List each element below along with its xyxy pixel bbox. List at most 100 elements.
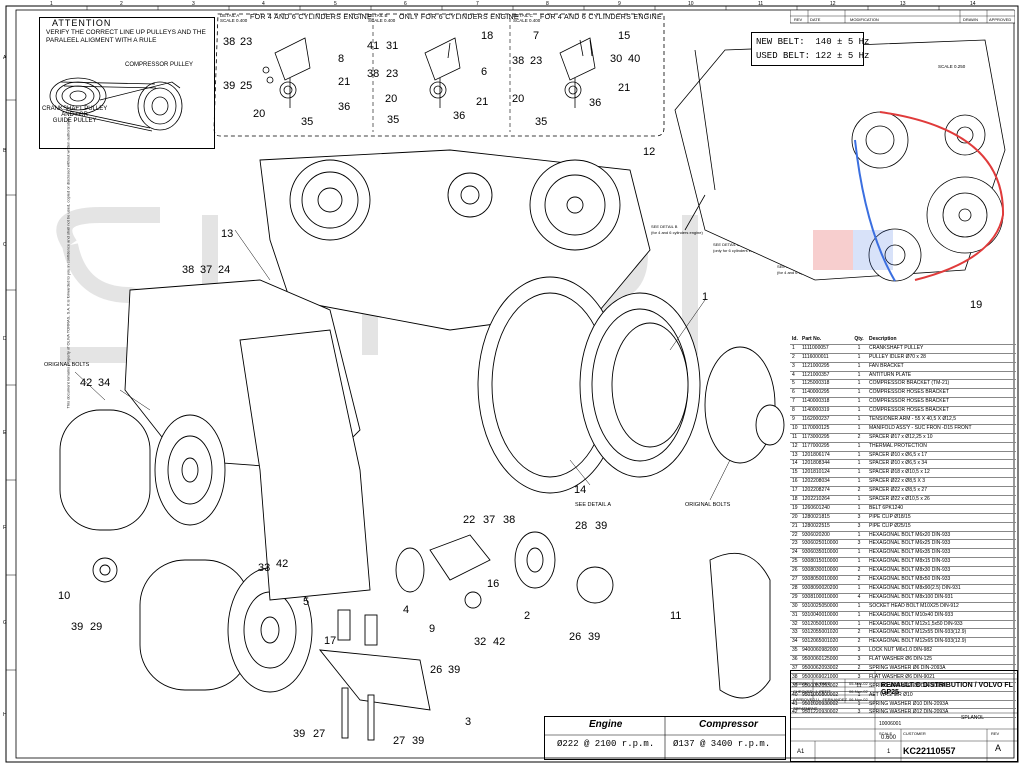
- callout: 33: [258, 562, 271, 574]
- bom-cell: 1: [857, 424, 861, 431]
- bom-cell: 1202208034: [802, 478, 830, 485]
- approved-label: APPROVED: [793, 697, 816, 702]
- callout: 23: [240, 36, 253, 48]
- bom-cell: HEXAGONAL BOLT M10x40 DIN-933: [869, 611, 954, 618]
- bom-cell: HEXAGONAL BOLT M12x65 DIN-933(12.9): [869, 638, 967, 645]
- bom-cell: 1: [857, 344, 861, 351]
- callout: 34: [98, 377, 111, 389]
- bom-cell: 38: [792, 673, 798, 680]
- callout: 6: [481, 66, 488, 78]
- ruler-number: 3: [192, 1, 195, 7]
- bom-cell: 4: [792, 371, 795, 378]
- bom-cell: 1201806174: [802, 451, 830, 458]
- callout: 20: [512, 93, 525, 105]
- bom-cell: 15: [792, 469, 798, 476]
- detail-c-heading: FOR 4 AND 6 CYLINDERS ENGINE: [540, 14, 662, 21]
- rev-value: A: [995, 743, 1002, 753]
- bom-cell: 1140000295: [802, 389, 830, 396]
- bom-cell: 11: [792, 433, 798, 440]
- bom-cell: 1: [857, 416, 861, 423]
- see-detail-b-label: SEE DETAIL B (for 4 and 6 cylinders engi…: [651, 224, 703, 235]
- bom-cell: 34: [792, 638, 798, 645]
- belt-used: USED BELT: 122 ± 5 Hz: [756, 51, 870, 61]
- speed-table-grid: [545, 717, 785, 759]
- bom-cell: 1: [857, 371, 861, 378]
- bom-cell: 17: [792, 487, 798, 494]
- bom-cell: HEXAGONAL BOLT M8x100 DIN-931: [869, 593, 954, 600]
- callout: 38: [503, 514, 516, 526]
- callout: 1: [702, 291, 709, 303]
- bom-cell: 1: [857, 362, 861, 369]
- bom-cell: 1: [857, 531, 861, 538]
- bom-cell: 20: [792, 513, 798, 520]
- bom-cell: 1: [857, 602, 861, 609]
- bom-cell: 35: [792, 647, 798, 654]
- bom-cell: 1: [857, 700, 861, 707]
- bom-cell: HEXAGONAL BOLT M6x35 DIN-933: [869, 549, 951, 556]
- bom-cell: 1140000319: [802, 407, 830, 414]
- callout: 39: [588, 631, 601, 643]
- bom-cell: 31: [792, 611, 798, 618]
- bom-cell: 41: [792, 700, 798, 707]
- bom-cell: MANIFOLD ASS'Y - SUC FRON -D15 FRONT: [869, 424, 972, 431]
- bom-cell: 1: [857, 389, 861, 396]
- bom-cell: 1: [857, 496, 861, 503]
- callout: 8: [338, 53, 345, 65]
- bom-cell: 5: [792, 380, 795, 387]
- modification-header: MODIFICATION: [850, 17, 879, 22]
- callout: 38: [367, 68, 380, 80]
- bom-cell: 9500082093002: [802, 682, 839, 689]
- bom-cell: 25: [792, 558, 798, 565]
- bom-cell: HEXAGONAL BOLT M12x1,5x50 DIN-933: [869, 620, 963, 627]
- bom-cell: Description: [869, 336, 897, 342]
- callout: 37: [200, 264, 213, 276]
- ruler-number: 1: [50, 1, 53, 7]
- scale-label: SCALE 0.250: [938, 64, 966, 69]
- bom-cell: 11: [856, 682, 862, 689]
- ruler-letter: F: [3, 525, 7, 531]
- client-number: 10006001: [879, 721, 902, 727]
- bom-cell: 40: [792, 691, 798, 698]
- bom-cell: HEXAGONAL BOLT M8x30 DIN-933: [869, 567, 951, 574]
- callout: 15: [618, 30, 631, 42]
- original-bolts-label: ORIGINAL BOLTS: [685, 502, 731, 508]
- bom-cell: 3: [857, 673, 861, 680]
- drawing-scale: 0.600: [881, 735, 897, 741]
- bom-cell: 21: [792, 522, 798, 529]
- bom-cell: SPRING WASHER Ø6 DIN-2093A: [869, 664, 946, 671]
- bom-cell: 1: [857, 611, 861, 618]
- bom-cell: FLAT WASHER Ø6 DIN-125: [869, 656, 932, 663]
- bom-cell: 1121000357: [802, 371, 830, 378]
- checked-label: CHECKED: [793, 689, 813, 694]
- bom-cell: 1: [857, 691, 861, 698]
- callout: 13: [221, 228, 234, 240]
- detail-sketches: [262, 37, 596, 108]
- callout: 2: [524, 610, 531, 622]
- callout: 18: [481, 30, 494, 42]
- bom-cell: 39: [792, 682, 798, 689]
- rev-header: REV: [794, 17, 803, 22]
- bom-cell: 9306025010000: [802, 540, 839, 547]
- bom-cell: 1: [857, 353, 861, 360]
- bom-cell: 9308050010000: [802, 576, 839, 583]
- detail-a-heading: FOR 4 AND 6 CYLINDERS ENGINE: [250, 14, 372, 21]
- bom-cell: 1202208274: [802, 487, 830, 494]
- bom-cell: TENSIONER ARM - 55 X 40,5 X Ø12,5: [869, 416, 956, 423]
- ruler-letter: G: [3, 620, 7, 626]
- bom-cell: SPRING WASHER Ø8 DIN-2093A: [869, 682, 946, 689]
- callout: 23: [386, 68, 399, 80]
- approved-date: 06-Nov-02: [849, 697, 868, 702]
- bom-cell: 32: [792, 620, 798, 627]
- checked-by: J. PETIT: [815, 689, 831, 694]
- compressor-speed: Ø137 @ 3400 r.p.m.: [673, 739, 771, 749]
- drawn-date: 05-Nov-02: [849, 681, 868, 686]
- bom-cell: 9500069021000: [802, 673, 839, 680]
- bom-cell: SPRING WASHER Ø12 DIN-2093A: [869, 709, 949, 716]
